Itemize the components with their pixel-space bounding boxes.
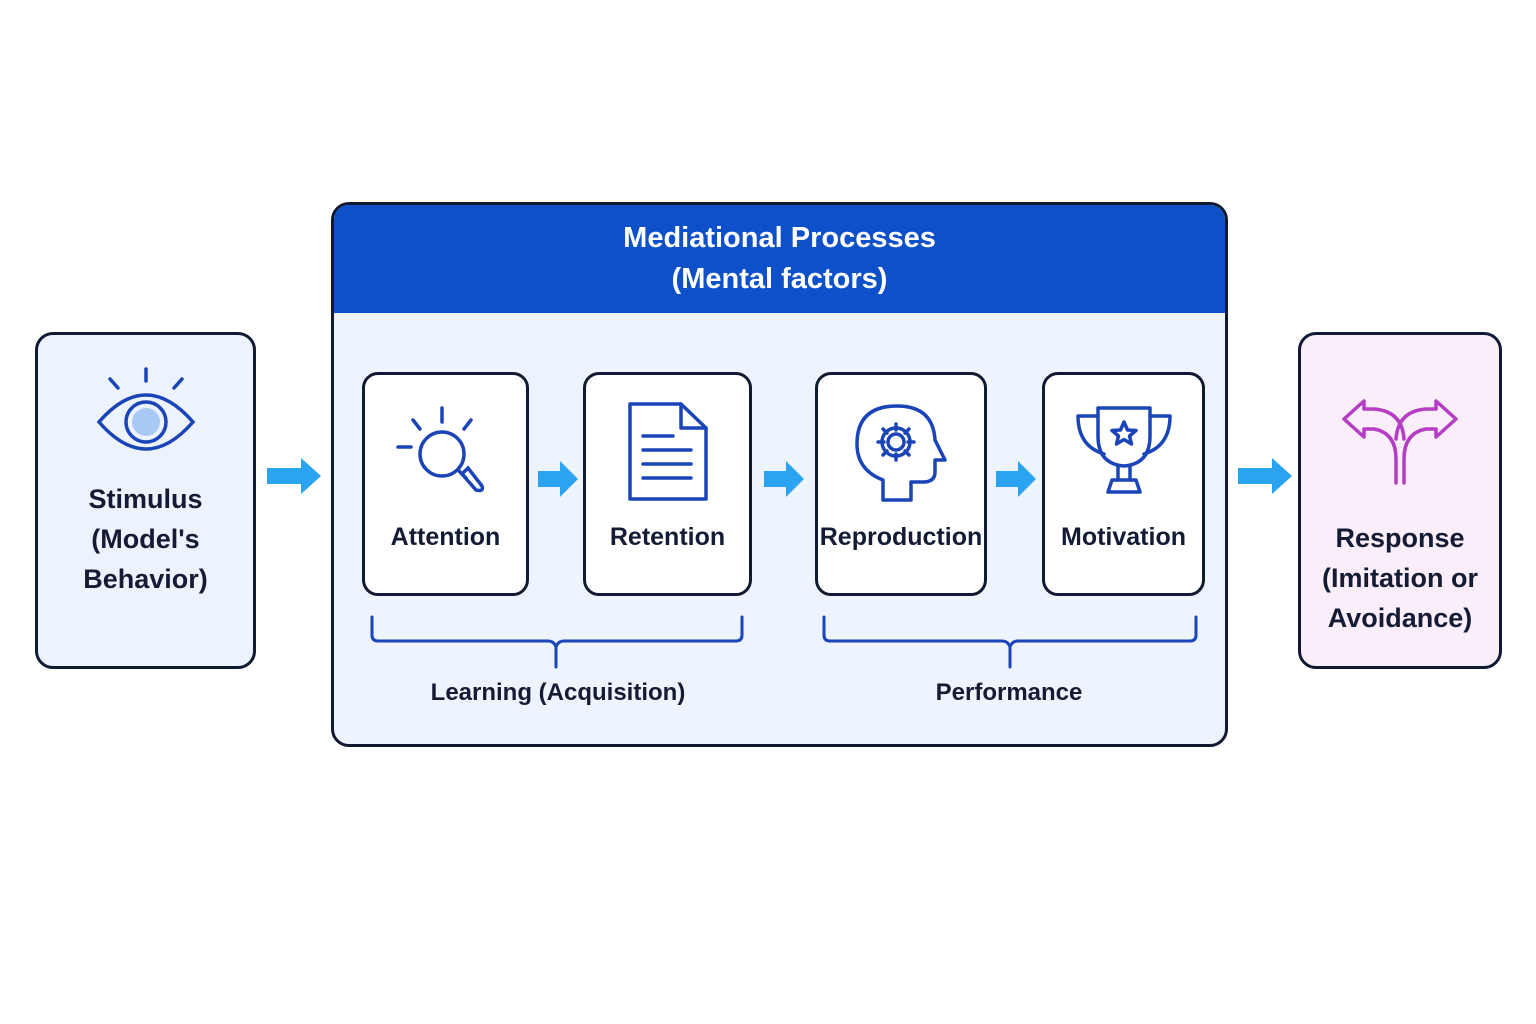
response-box: Response (Imitation or Avoidance) — [1298, 332, 1502, 669]
head-gear-icon — [851, 397, 951, 507]
flow-arrow-icon — [267, 458, 321, 494]
step-label: Retention — [609, 523, 726, 551]
flow-arrow-icon — [764, 461, 804, 497]
flow-arrow-icon — [538, 461, 578, 497]
trophy-icon — [1072, 397, 1176, 507]
flow-arrow-icon — [996, 461, 1036, 497]
performance-group-label: Performance — [935, 679, 1083, 706]
step-reproduction: Reproduction — [815, 372, 987, 596]
step-retention: Retention — [583, 372, 752, 596]
step-motivation: Motivation — [1042, 372, 1205, 596]
split-arrows-icon — [1340, 395, 1460, 490]
step-label: Reproduction — [819, 523, 983, 551]
stimulus-label: Stimulus (Model's Behavior) — [83, 484, 208, 594]
performance-bracket — [822, 615, 1198, 669]
learning-group-label: Learning (Acquisition) — [430, 679, 686, 706]
magnifier-icon — [395, 397, 496, 507]
step-label: Attention — [390, 523, 501, 551]
mediational-subtitle: (Mental factors) — [671, 263, 888, 295]
mediational-title: Mediational Processes — [623, 222, 936, 254]
mediational-processes-panel: Mediational Processes (Mental factors) A… — [331, 202, 1228, 747]
step-label: Motivation — [1061, 523, 1186, 551]
step-attention: Attention — [362, 372, 529, 596]
flow-arrow-icon — [1238, 458, 1292, 494]
learning-bracket — [370, 615, 744, 669]
stimulus-box: Stimulus (Model's Behavior) — [35, 332, 256, 669]
document-icon — [623, 397, 713, 507]
response-label: Response (Imitation or Avoidance) — [1322, 523, 1478, 633]
eye-icon — [91, 365, 201, 465]
mediational-header: Mediational Processes (Mental factors) — [334, 205, 1225, 313]
